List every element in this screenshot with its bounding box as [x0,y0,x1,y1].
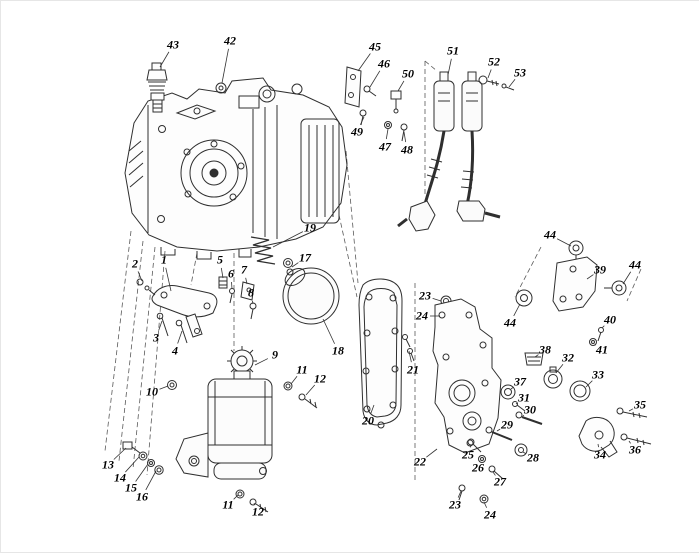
grommet-drawing [216,83,226,93]
hardware-stack-drawing [123,442,163,474]
coil-bracket-hardware-drawing [345,67,514,141]
gasket-drawing [359,279,414,428]
starter-motor-drawing [176,346,317,512]
mount-bracket-drawing [516,241,626,346]
oil-filter-drawing [251,237,339,324]
ignition-coils-drawing [398,72,500,231]
